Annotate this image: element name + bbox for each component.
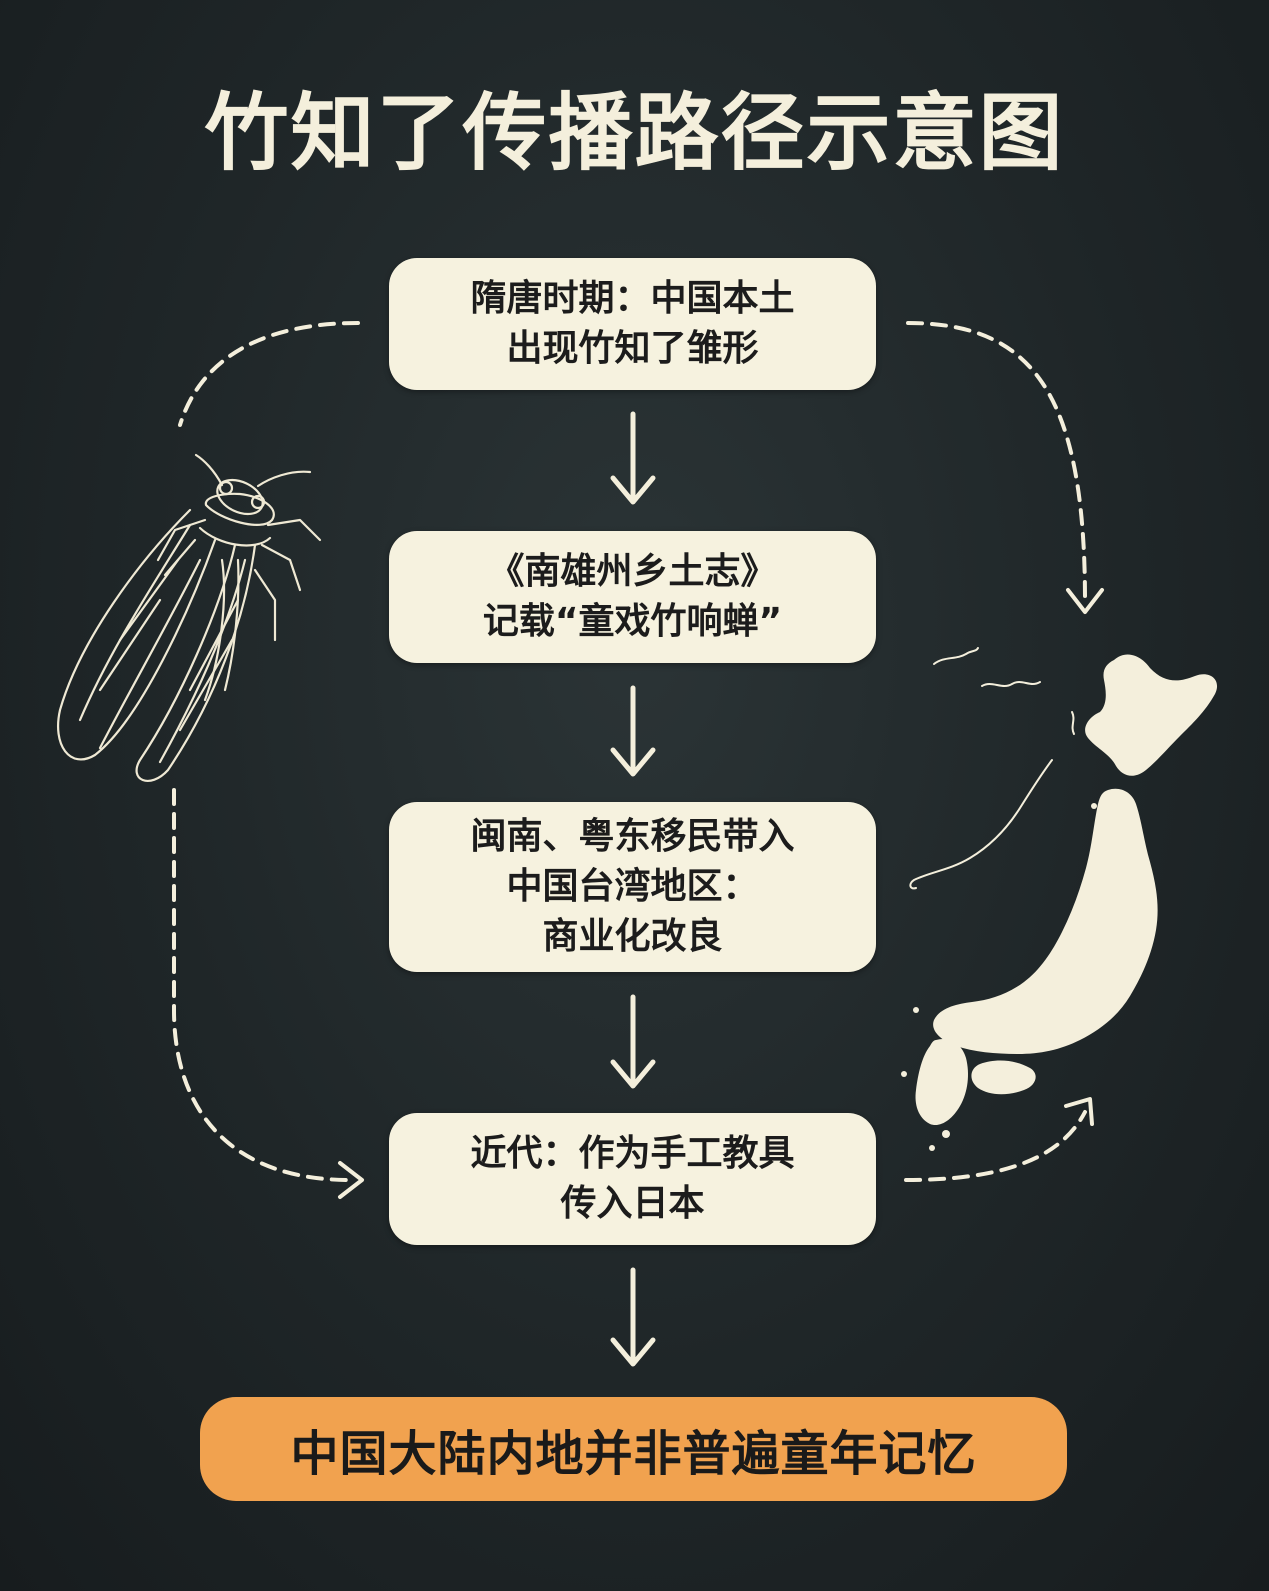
step-2-line-1: 《南雄州乡土志》 [488,551,777,592]
step-4-line-1: 近代：作为手工教具 [470,1133,795,1174]
dashed-curve-left [172,788,352,1182]
down-arrow-3 [610,994,656,1089]
dashed-curve-top-left [178,321,360,427]
down-arrow-2 [610,685,656,777]
step-2-line-2: 记载“童戏竹响蝉” [482,601,783,642]
step-box-sui-tang: 隋唐时期：中国本土 出现竹知了雏形 [389,258,876,390]
dashed-curve-bottom-right [904,1110,1087,1182]
step-box-nanxiong-record: 《南雄州乡土志》 记载“童戏竹响蝉” [389,531,876,663]
step-1-line-1: 隋唐时期：中国本土 [470,278,795,319]
dashed-curve-top-right [906,321,1087,602]
step-1-line-2: 出现竹知了雏形 [506,328,759,369]
coastline-sketch [909,647,1075,890]
step-3-line-1: 闽南、粤东移民带入 [470,816,795,857]
down-arrow-1 [610,411,656,505]
arrowhead-bottom-right [1064,1097,1094,1126]
cicada-icon [57,453,322,782]
diagram-title: 竹知了传播路径示意图 [204,84,1065,182]
conclusion-box: 中国大陆内地并非普遍童年记忆 [200,1397,1067,1501]
step-box-taiwan-migration: 闽南、粤东移民带入 中国台湾地区： 商业化改良 [389,802,876,972]
down-arrow-4 [610,1267,656,1367]
step-3-line-3: 商业化改良 [542,916,723,957]
step-3-line-2: 中国台湾地区： [506,866,759,907]
japan-map-icon [901,654,1218,1151]
arrowhead-top-right [1066,588,1104,614]
step-4-line-2: 传入日本 [560,1183,705,1224]
step-box-japan: 近代：作为手工教具 传入日本 [389,1113,876,1245]
arrowhead-left [338,1161,364,1199]
